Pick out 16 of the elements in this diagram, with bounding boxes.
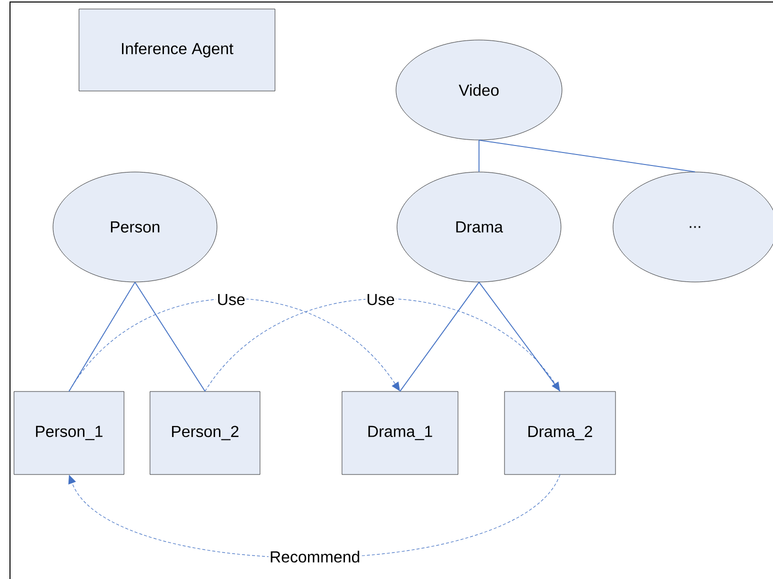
class-box: Person_2 bbox=[150, 391, 260, 475]
class-box: Drama_2 bbox=[504, 391, 616, 475]
connector-line bbox=[478, 140, 480, 172]
dashed-arrow bbox=[68, 298, 400, 392]
dashed-arrow bbox=[204, 298, 560, 392]
edge-label: Use bbox=[365, 293, 396, 306]
edge-label: Recommend bbox=[268, 550, 362, 564]
connector-line bbox=[478, 140, 696, 172]
connector-line bbox=[68, 282, 136, 392]
edge-label: Use bbox=[216, 293, 246, 306]
connector-line bbox=[478, 282, 560, 392]
class-box: Person_1 bbox=[14, 391, 124, 475]
class-box: Inference Agent bbox=[78, 8, 276, 92]
connector-line bbox=[400, 282, 480, 392]
class-box: Drama_1 bbox=[342, 391, 458, 475]
connector-line bbox=[134, 282, 206, 392]
